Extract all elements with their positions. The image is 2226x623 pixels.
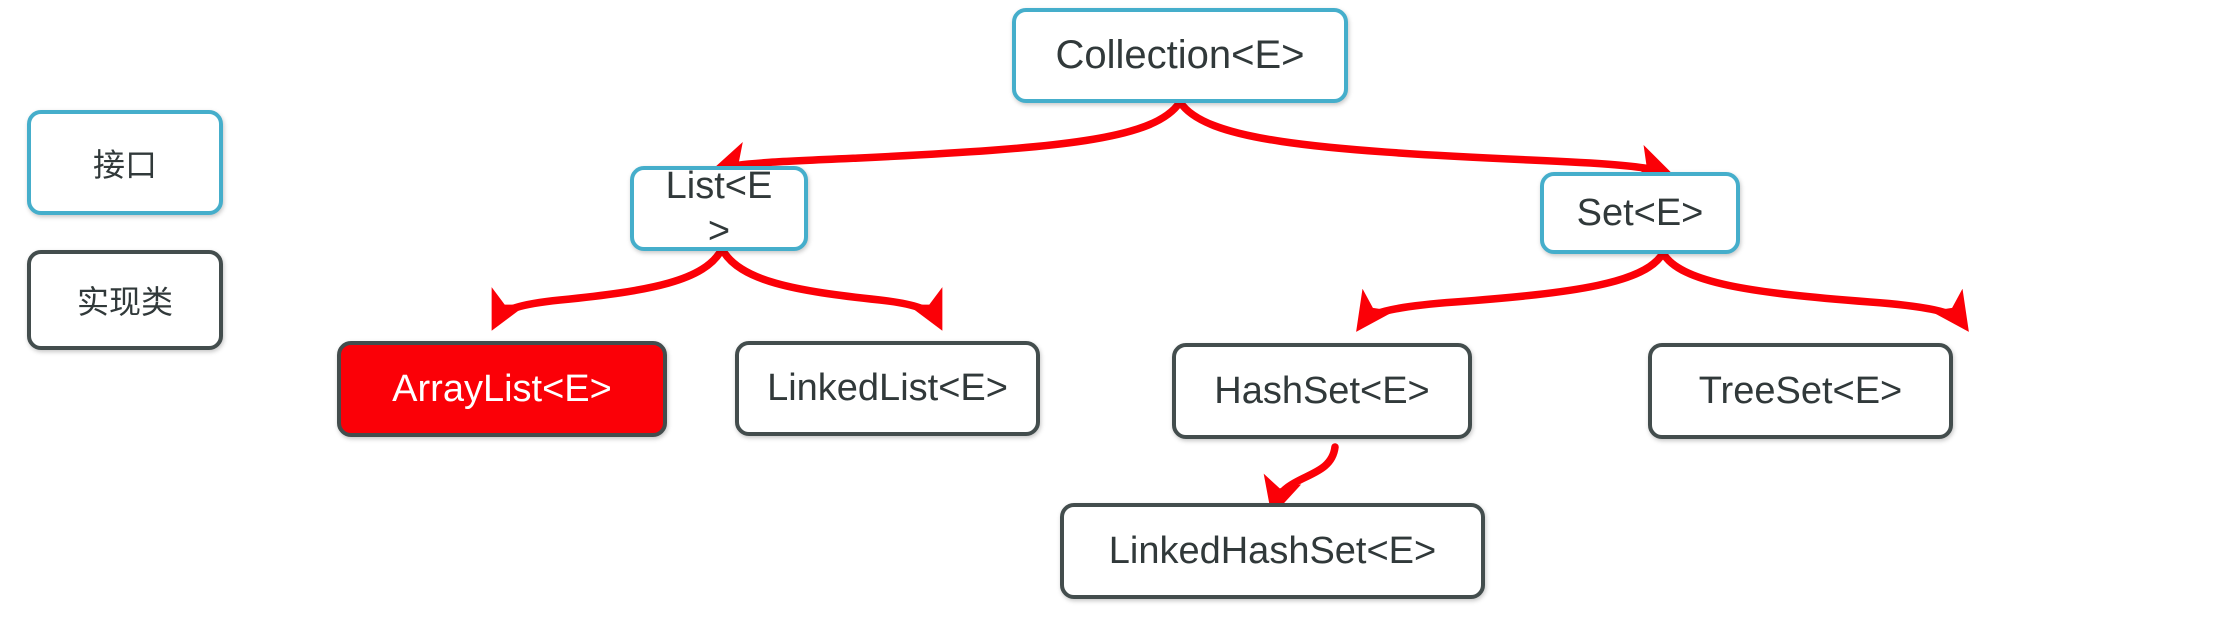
- edge-set-hashset: [1356, 249, 1667, 332]
- edge-hashset-linkedhashset: [1263, 443, 1339, 517]
- node-set[interactable]: Set<E>: [1540, 172, 1740, 254]
- legend-class: 实现类: [27, 250, 223, 350]
- node-list[interactable]: List<E >: [630, 165, 808, 252]
- legend-interface-label: 接口: [92, 146, 157, 183]
- node-collection[interactable]: Collection<E>: [1012, 8, 1348, 103]
- node-linkedhashset[interactable]: LinkedHashSet<E>: [1060, 503, 1485, 599]
- legend-class-label: 实现类: [76, 284, 173, 320]
- edge-collection-list: [710, 98, 1184, 180]
- edge-list-arraylist: [491, 245, 726, 331]
- edge-set-treeset: [1659, 249, 1969, 332]
- edge-list-linkedlist: [718, 245, 943, 331]
- edge-collection-set: [1176, 98, 1675, 182]
- legend-interface: 接口: [27, 110, 223, 215]
- node-hashset[interactable]: HashSet<E>: [1172, 343, 1472, 439]
- node-treeset[interactable]: TreeSet<E>: [1648, 343, 1953, 439]
- node-arraylist[interactable]: ArrayList<E>: [337, 341, 667, 437]
- node-linkedlist[interactable]: LinkedList<E>: [735, 341, 1040, 436]
